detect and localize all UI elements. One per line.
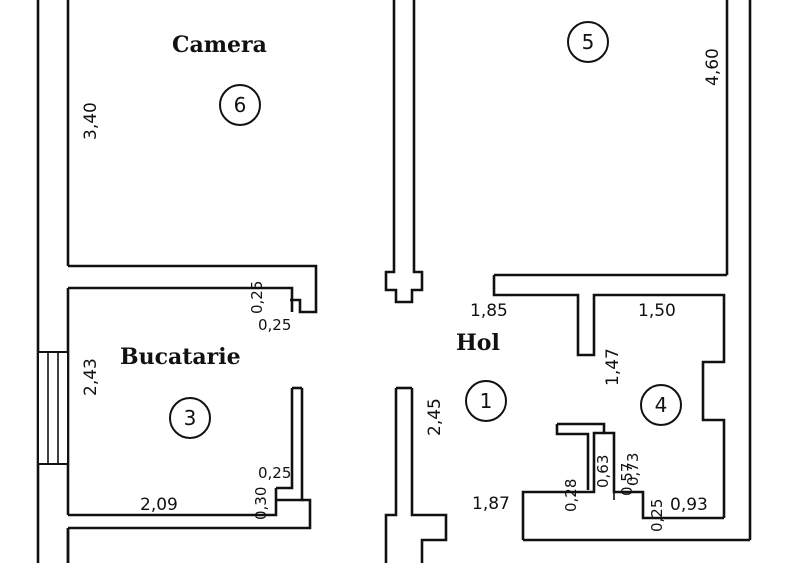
room-number-6: 6: [219, 84, 261, 126]
dim-room5-height: 4,60: [703, 48, 723, 86]
dim-room4-top: 1,50: [638, 301, 676, 321]
dim-camera-corner-h: 0,25: [258, 316, 291, 334]
svg-text:6: 6: [234, 93, 247, 117]
room-number-5: 5: [567, 21, 609, 63]
dim-kitchen-width: 2,09: [140, 495, 178, 515]
room5-walls: [492, 0, 752, 542]
dim-hol-top: 1,85: [470, 301, 508, 321]
dim-room4-bottom: 0,93: [670, 495, 708, 515]
room-number-1: 1: [465, 380, 507, 422]
dim-kitchen-corner-h: 0,25: [258, 464, 291, 482]
kitchen-bottom-wall: [68, 488, 312, 530]
dim-bath-b: 0,63: [594, 455, 612, 488]
camera-kitchen-wall: [68, 264, 318, 314]
bathroom-shaft: [521, 422, 724, 540]
central-wall-upper: [384, 0, 424, 304]
dim-bath-a: 0,28: [562, 479, 580, 512]
kitchen-right-wall: [276, 386, 304, 502]
svg-text:5: 5: [582, 30, 595, 54]
dim-camera-corner-v: 0,25: [248, 281, 266, 314]
dim-bath-e: 0,25: [648, 499, 666, 532]
dim-bath-d: 0,57: [618, 463, 636, 496]
room-name-camera: Camera: [172, 32, 267, 58]
svg-text:3: 3: [184, 406, 197, 430]
svg-text:1: 1: [480, 389, 493, 413]
dim-bath-c: 0,73: [624, 453, 642, 486]
kitchen-window: [37, 351, 69, 465]
room-name-hol: Hol: [456, 330, 500, 356]
svg-text:4: 4: [655, 393, 668, 417]
dim-kitchen-corner-v: 0,30: [252, 487, 270, 520]
dim-camera-height: 3,40: [81, 102, 101, 140]
dim-hol-bottom: 1,87: [472, 494, 510, 514]
room-name-bucatarie: Bucatarie: [120, 344, 241, 370]
room-number-4: 4: [640, 384, 682, 426]
room-number-3: 3: [169, 397, 211, 439]
dim-kitchen-height: 2,43: [81, 358, 101, 396]
left-outer-wall: [36, 0, 70, 563]
dim-hol-height: 2,45: [425, 398, 445, 436]
central-wall-lower: [384, 386, 448, 563]
dim-room4-side: 1,47: [603, 348, 623, 386]
